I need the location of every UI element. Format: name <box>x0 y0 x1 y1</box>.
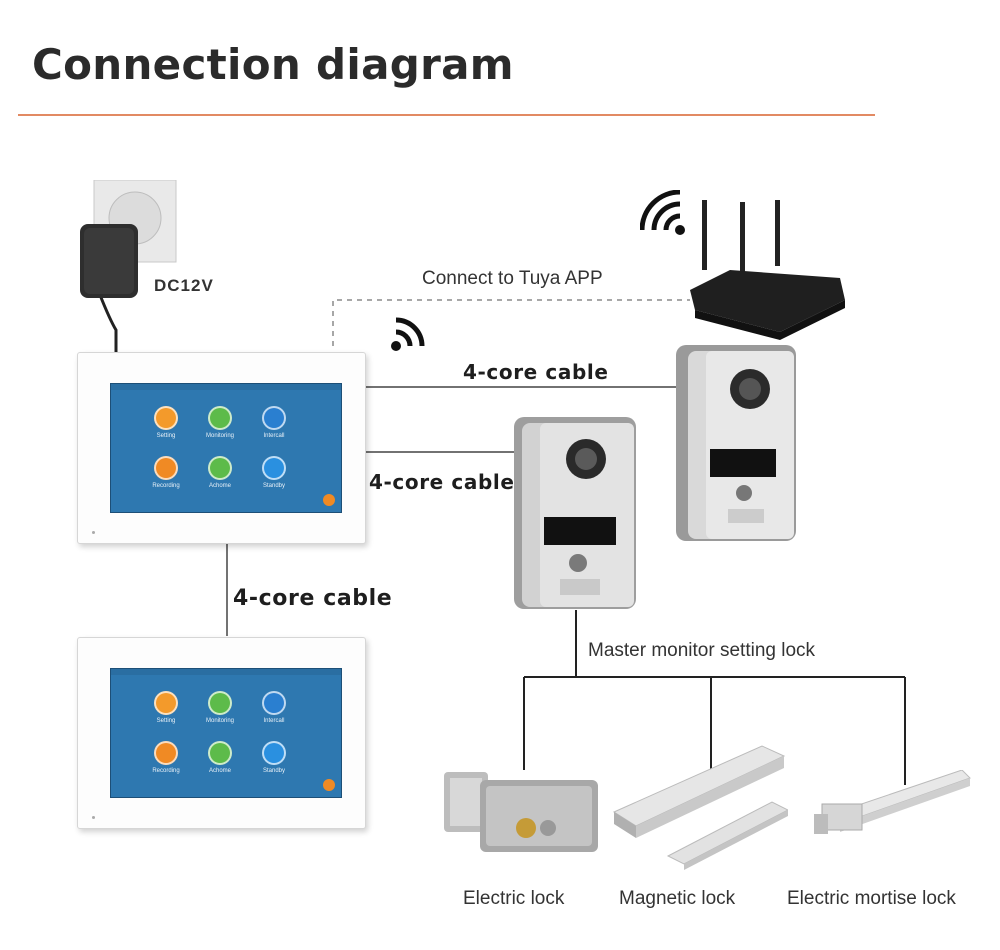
wifi-icon <box>640 190 685 235</box>
power-cord <box>98 294 118 352</box>
tuya-dashed-link <box>332 299 690 346</box>
page-title: Connection diagram <box>32 40 514 89</box>
doorbell-camera-icon <box>514 417 636 609</box>
cable-label-top: 4-core cable <box>463 360 609 384</box>
electric-lock-icon <box>444 772 598 852</box>
app-intercall: Intercall <box>249 406 299 439</box>
app-monitoring: Monitoring <box>195 691 245 724</box>
gear-icon <box>154 691 178 715</box>
app-intercall: Intercall <box>249 691 299 724</box>
cable-label-mid: 4-core cable <box>369 470 515 494</box>
wifi-signal-icon <box>391 317 425 351</box>
app-achome: Achome <box>195 741 245 774</box>
cable-label-monitors: 4-core cable <box>233 586 393 611</box>
doorbell-camera-icon <box>676 345 796 541</box>
monitor-screen: Setting Monitoring Intercall Recording A… <box>110 383 342 513</box>
magnetic-lock-label: Magnetic lock <box>619 888 736 909</box>
speaker-icon <box>208 741 232 765</box>
power-adapter-icon <box>80 180 177 298</box>
app-setting: Setting <box>141 406 191 439</box>
magnetic-lock-icon <box>612 745 788 870</box>
intercom-icon <box>262 406 286 430</box>
router-icon <box>690 200 845 340</box>
indoor-monitor-extension: Setting Monitoring Intercall Recording A… <box>77 637 366 829</box>
camera-icon <box>208 406 232 430</box>
record-icon <box>154 741 178 765</box>
power-icon <box>262 741 286 765</box>
intercom-icon <box>262 691 286 715</box>
app-recording: Recording <box>141 741 191 774</box>
tuya-label: Connect to Tuya APP <box>422 268 603 289</box>
back-icon <box>323 494 335 506</box>
mic-icon <box>92 531 95 534</box>
title-underline <box>18 114 875 116</box>
mortise-lock-icon <box>814 770 971 834</box>
mic-icon <box>92 816 95 819</box>
app-setting: Setting <box>141 691 191 724</box>
app-standby: Standby <box>249 456 299 489</box>
power-icon <box>262 456 286 480</box>
camera-icon <box>208 691 232 715</box>
record-icon <box>154 456 178 480</box>
back-icon <box>323 779 335 791</box>
app-monitoring: Monitoring <box>195 406 245 439</box>
power-label: DC12V <box>154 276 214 295</box>
electric-lock-label: Electric lock <box>463 888 565 909</box>
app-standby: Standby <box>249 741 299 774</box>
monitor-screen: Setting Monitoring Intercall Recording A… <box>110 668 342 798</box>
app-recording: Recording <box>141 456 191 489</box>
gear-icon <box>154 406 178 430</box>
indoor-monitor-master: Setting Monitoring Intercall Recording A… <box>77 352 366 544</box>
speaker-icon <box>208 456 232 480</box>
master-lock-label: Master monitor setting lock <box>588 640 816 661</box>
mortise-lock-label: Electric mortise lock <box>787 888 956 909</box>
app-achome: Achome <box>195 456 245 489</box>
